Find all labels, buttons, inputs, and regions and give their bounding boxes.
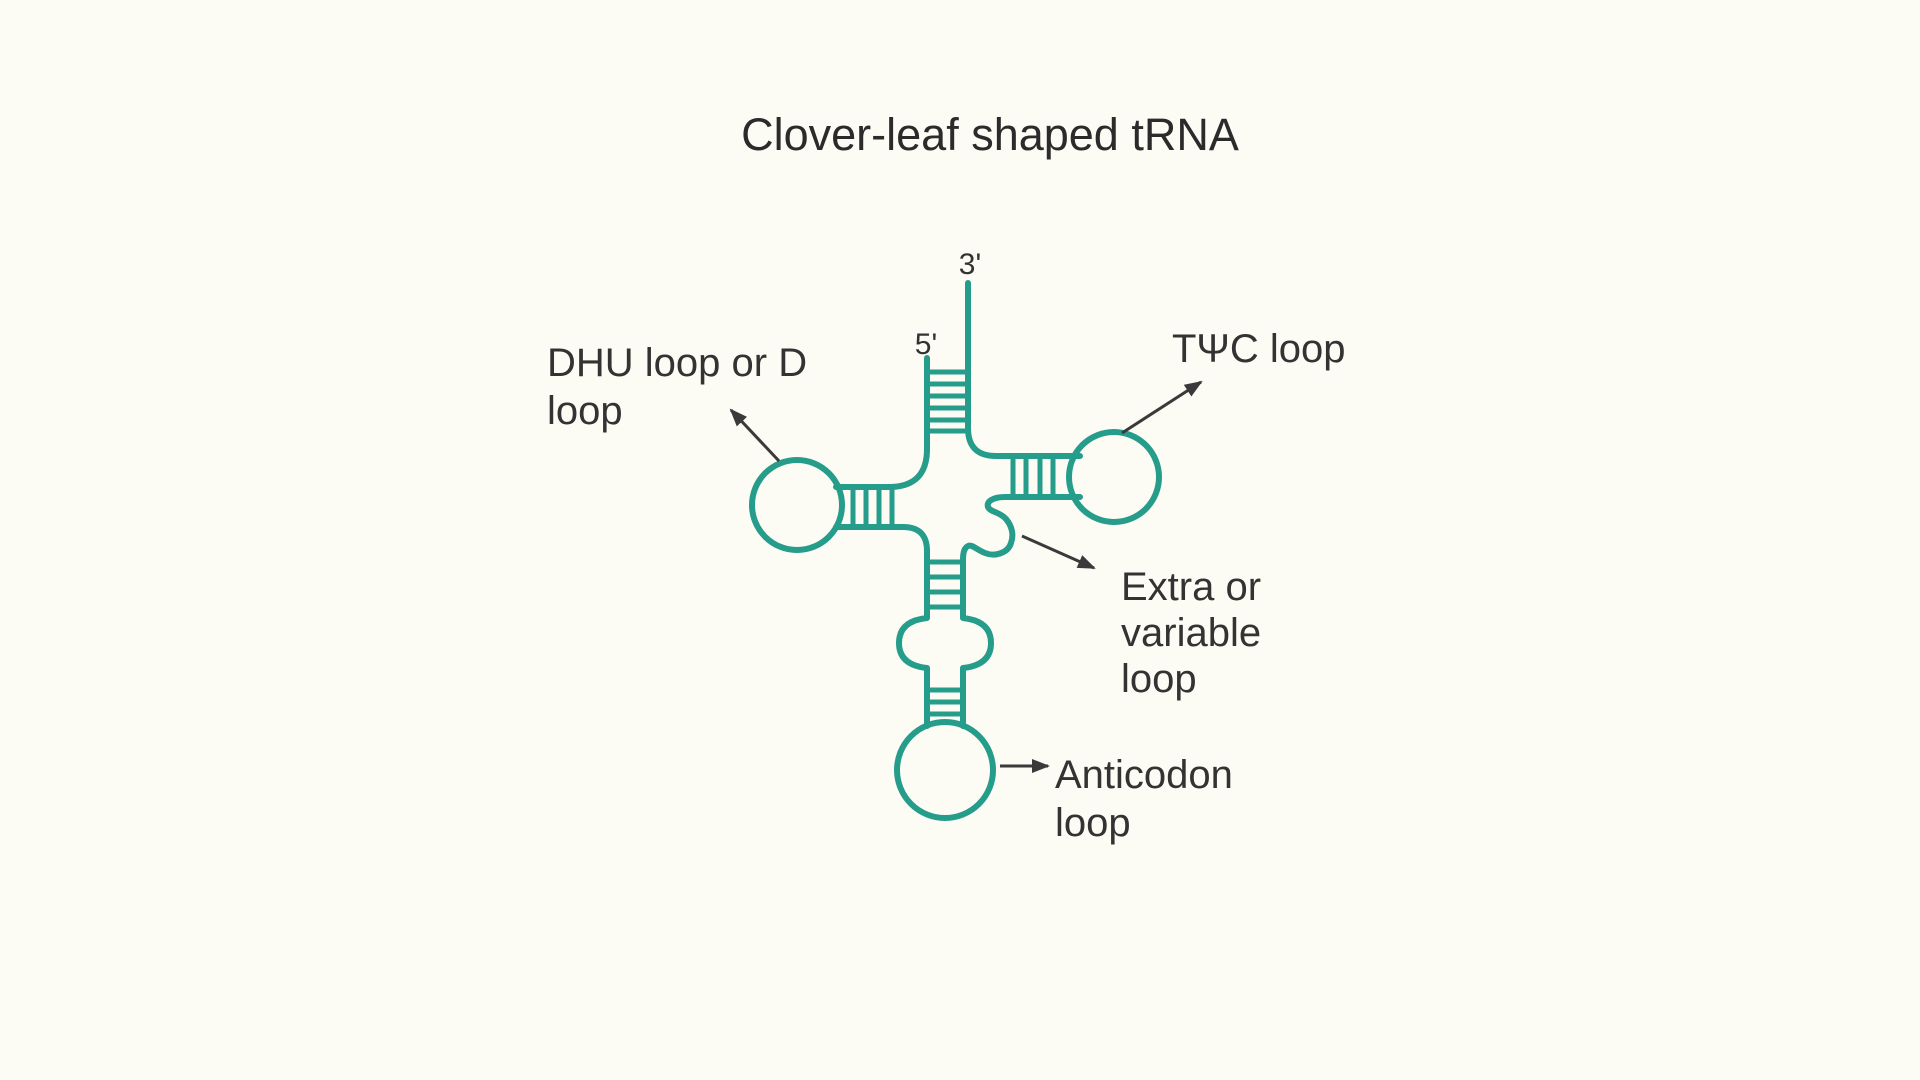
extra-loop-arrow <box>1021 534 1096 570</box>
extra-loop-label-line3: loop <box>1121 657 1197 701</box>
diagram-title: Clover-leaf shaped tRNA <box>741 109 1239 160</box>
anticodon-loop-label-line1: Anticodon <box>1055 753 1233 797</box>
trna-structure <box>749 280 1162 821</box>
extra-loop-label-line1: Extra or <box>1121 565 1261 609</box>
tpsic-lower-variable-loop-anticodon-right-strand <box>960 494 1083 729</box>
acceptor-stem-5prime-strand <box>833 355 930 490</box>
three-prime-label: 3' <box>959 248 981 281</box>
extra-loop-label-line2: variable <box>1121 611 1261 655</box>
d-loop-circle <box>749 457 845 553</box>
five-prime-label: 5' <box>915 328 937 361</box>
annotation-labels: DHU loop or D loop TΨC loop Extra or var… <box>547 327 1345 845</box>
d-stem-rungs <box>850 487 895 527</box>
anticodon-stem-lower-rungs <box>927 687 963 717</box>
anticodon-stem-upper-rungs <box>927 559 963 610</box>
acceptor-stem-rungs <box>927 369 968 434</box>
tpsic-loop-label: TΨC loop <box>1172 327 1345 371</box>
dhu-loop-label-line2: loop <box>547 389 623 433</box>
anticodon-loop-circle <box>894 719 996 821</box>
annotation-arrows <box>729 380 1203 773</box>
tpsic-stem-rungs <box>1010 456 1056 497</box>
d-arm-lower-and-anticodon-left-strand <box>833 524 930 729</box>
dhu-loop-label-line1: DHU loop or D <box>547 341 807 385</box>
tpsic-loop-arrow <box>1121 380 1203 435</box>
dhu-loop-arrow <box>729 408 781 463</box>
tpsic-loop-circle <box>1066 429 1162 525</box>
anticodon-loop-label-line2: loop <box>1055 801 1131 845</box>
acceptor-stem-3prime-strand <box>965 280 1083 459</box>
